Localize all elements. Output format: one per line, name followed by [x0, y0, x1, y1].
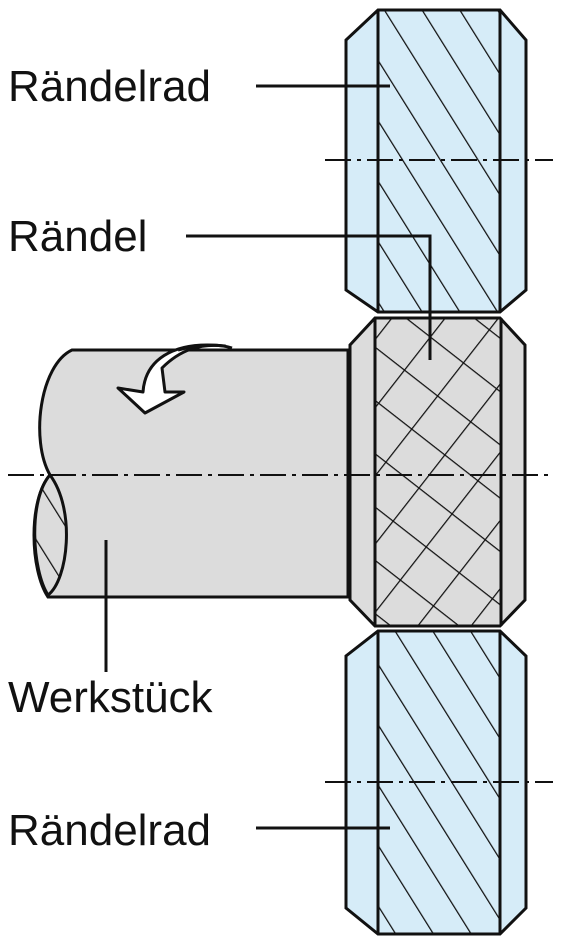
rotation-arrow-icon	[116, 343, 233, 415]
wheel-top-hatch	[378, 10, 500, 312]
leader-lines	[104, 84, 432, 830]
workpiece	[32, 316, 527, 628]
knurling-wheel-bottom	[344, 629, 528, 936]
knurling-wheel-top	[344, 8, 528, 314]
label-wheel-bottom: Rändelrad	[8, 806, 211, 855]
wheel-bottom-hatch	[378, 631, 500, 934]
center-lines	[8, 159, 553, 783]
knurl-pattern	[375, 318, 501, 626]
leader-knurl	[186, 234, 432, 360]
label-knurl: Rändel	[8, 212, 147, 261]
label-wheel-top: Rändelrad	[8, 62, 211, 111]
workpiece-shaft	[32, 348, 350, 599]
label-workpiece: Werkstück	[8, 673, 214, 722]
